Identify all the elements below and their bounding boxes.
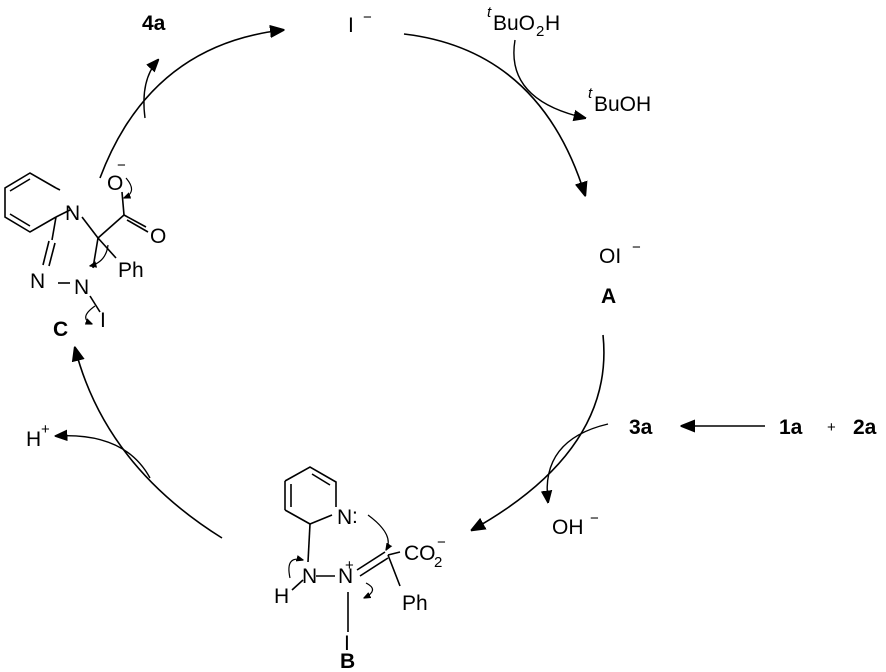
svg-text:B: B (340, 650, 355, 672)
svg-text:C: C (53, 318, 68, 341)
proton-label: H + (26, 421, 50, 451)
svg-text:−: − (117, 157, 126, 174)
iodide-label: I − (348, 9, 372, 37)
svg-text:O: O (150, 225, 166, 248)
svg-text:H: H (545, 12, 560, 35)
arrow-oxidant-in (513, 39, 585, 118)
svg-text:CO: CO (404, 542, 436, 565)
svg-text:H: H (26, 428, 41, 451)
svg-text:I: I (344, 632, 350, 655)
C-pyridine-ring (4, 172, 57, 233)
cycle-arrow-C-to-iodide (99, 30, 283, 179)
svg-text:BuOH: BuOH (594, 93, 651, 116)
svg-text:t: t (588, 85, 593, 102)
svg-text:N: N (74, 276, 89, 299)
svg-text:+: + (41, 421, 50, 438)
svg-text:N: N (302, 565, 317, 588)
hydroxide-label: OH − (552, 510, 599, 539)
svg-text:−: − (363, 9, 372, 26)
arrow-product-out (143, 60, 158, 119)
svg-text:−: − (437, 534, 446, 551)
B-electron-arrow-1 (367, 514, 388, 550)
svg-text:N: N (30, 270, 45, 293)
B-electron-arrow-3 (364, 582, 374, 598)
svg-text:A: A (601, 285, 616, 308)
svg-text:N: N (65, 202, 80, 225)
intermediate-B-atoms: N : N H N + CO 2 − Ph I B (274, 505, 446, 672)
C-electron-arrow-2 (90, 244, 109, 266)
svg-text:1a: 1a (779, 416, 803, 439)
B-electron-arrow-2 (288, 559, 303, 579)
svg-text:N: N (337, 506, 352, 529)
svg-text:I: I (348, 14, 354, 37)
svg-text:Ph: Ph (118, 259, 144, 282)
svg-text::: : (352, 505, 358, 528)
svg-text:4a: 4a (142, 12, 166, 35)
arrow-3a-in-oh-out (547, 423, 609, 502)
svg-text:−: − (632, 239, 641, 256)
byproduct-label: t BuOH (588, 85, 651, 116)
svg-text:I: I (100, 309, 106, 332)
svg-text:2: 2 (536, 23, 544, 40)
cycle-arrow-iodide-to-A (403, 33, 585, 195)
intermediate-C-atoms: N N N Ph I O − O C (30, 157, 166, 341)
hypoiodite-label: OI − A (599, 239, 641, 308)
svg-text:H: H (274, 585, 289, 608)
svg-text:+: + (345, 557, 354, 574)
reactants-label: 1a + 2a (779, 416, 877, 439)
svg-text:3a: 3a (629, 416, 653, 439)
svg-text:Ph: Ph (402, 592, 428, 615)
svg-text:−: − (590, 510, 599, 527)
svg-text:OI: OI (599, 245, 621, 268)
cycle-arrow-A-to-B (472, 334, 605, 530)
product-label: 4a (142, 12, 166, 35)
cycle-arrow-B-to-C (75, 348, 223, 539)
oxidant-label: t BuO 2 H (487, 4, 560, 40)
C-electron-arrow-1 (124, 177, 133, 198)
C-electron-arrow-3 (86, 305, 96, 324)
intermediate-B-structure (284, 466, 401, 632)
svg-text:2a: 2a (853, 416, 877, 439)
svg-text:N: N (338, 565, 353, 588)
svg-text:O: O (107, 172, 123, 195)
svg-text:OH: OH (552, 516, 584, 539)
svg-text:t: t (487, 4, 492, 21)
intermediate-3a-label: 3a (629, 416, 653, 439)
arrow-proton-out (56, 436, 151, 479)
svg-text:2: 2 (434, 554, 442, 571)
B-pyridine-ring (284, 466, 337, 507)
svg-text:+: + (827, 419, 836, 436)
svg-text:BuO: BuO (493, 12, 535, 35)
